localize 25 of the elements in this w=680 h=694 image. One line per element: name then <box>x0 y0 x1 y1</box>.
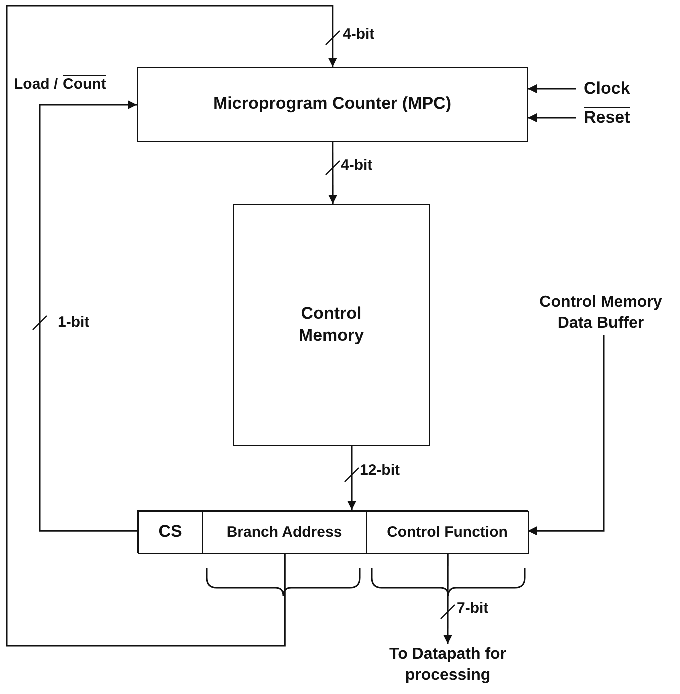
arrow <box>6 5 338 647</box>
arrow <box>348 446 357 510</box>
arrow <box>528 335 605 536</box>
arrow <box>328 142 338 204</box>
edge-label: 12-bit <box>360 462 400 479</box>
block-box: Microprogram Counter (MPC) <box>137 67 528 142</box>
edge-label: 4-bit <box>343 26 375 43</box>
signal-label: Load / <box>14 76 58 93</box>
arrow <box>39 100 137 532</box>
signal-label: To Datapath for processing <box>358 644 538 688</box>
block-box: Control Function <box>366 511 529 554</box>
edge-label: 1-bit <box>58 314 90 331</box>
edge-label: 4-bit <box>341 157 373 174</box>
signal-label: Reset <box>576 107 646 129</box>
arrow <box>528 84 576 94</box>
block-box: Control Memory <box>233 204 430 446</box>
arrow <box>444 553 453 644</box>
signal-label: Control Memory Data Buffer <box>526 293 676 335</box>
block-box: Branch Address <box>202 511 367 554</box>
signal-label: Count <box>63 76 106 93</box>
edge-label: 7-bit <box>457 600 489 617</box>
register-box <box>137 510 528 553</box>
signal-label: Clock <box>576 78 646 100</box>
block-box: CS <box>138 511 203 554</box>
arrow <box>528 114 576 122</box>
